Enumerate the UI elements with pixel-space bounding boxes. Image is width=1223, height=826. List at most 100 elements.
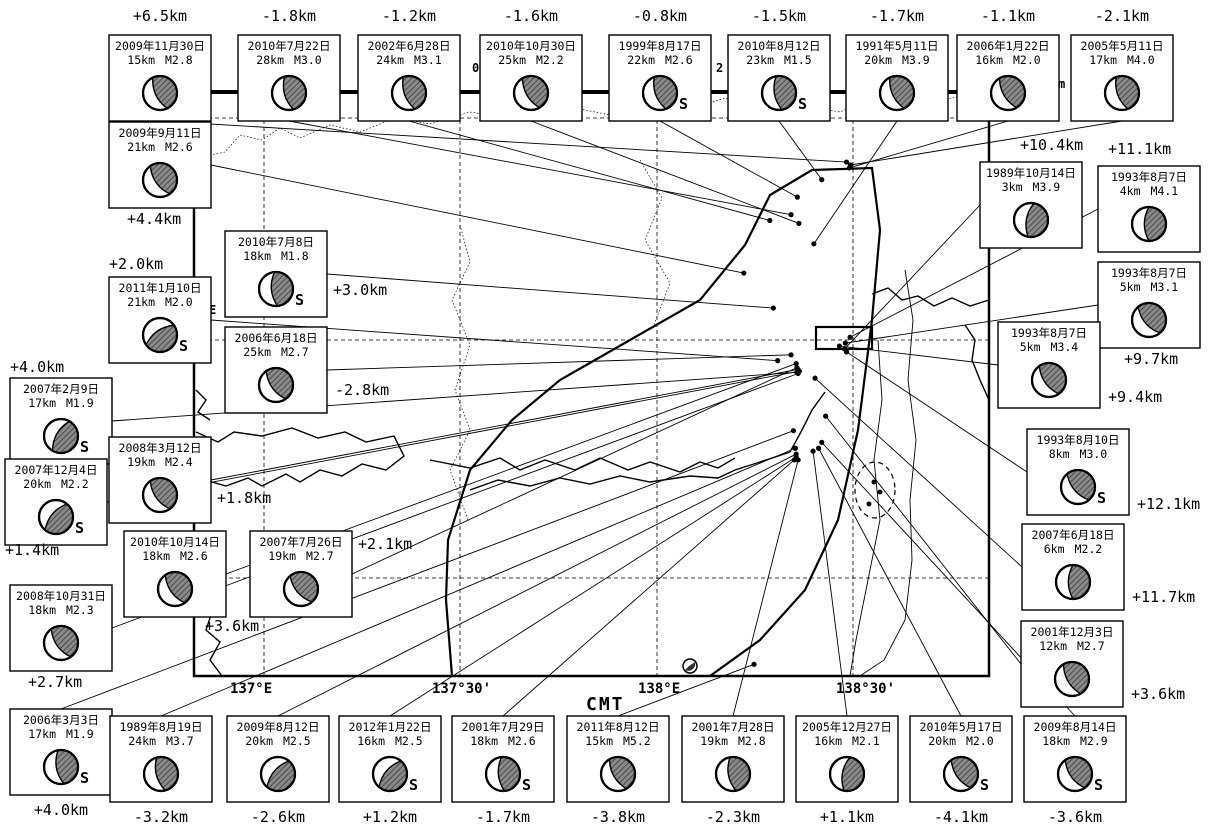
beachball-icon	[270, 74, 308, 112]
beachball-icon	[828, 755, 866, 793]
beachball-icon	[390, 74, 428, 112]
coast-ise-bay	[195, 427, 405, 487]
event-date: 2001年7月29日	[462, 720, 545, 734]
beachball-rim	[257, 366, 295, 404]
event-magnitude: M1.9	[66, 396, 94, 410]
event-date: 2005年12月27日	[802, 720, 892, 734]
event-depth: 16km	[975, 53, 1003, 67]
river-2	[849, 339, 883, 677]
coast-mikawa	[429, 457, 736, 473]
event-date: 2010年7月8日	[238, 235, 314, 249]
leader-line	[288, 120, 792, 216]
event-depth: 20km	[864, 53, 892, 67]
s-wave-marker: S	[409, 776, 418, 794]
event-date: 2009年8月12日	[237, 720, 320, 734]
event-date: 1989年10月14日	[986, 166, 1076, 180]
epicenter-dot	[819, 177, 825, 183]
event-depth: 21km	[127, 295, 155, 309]
event-depth: 15km	[585, 734, 613, 748]
depth-offset-label: +1.8km	[217, 489, 271, 507]
beachball-icon: S	[1059, 468, 1106, 507]
depth-offset-label: +1.2km	[363, 808, 417, 826]
beachball-rim	[641, 74, 679, 112]
s-wave-marker: S	[1094, 776, 1103, 794]
event-depth: 18km	[142, 549, 170, 563]
beachball-rim	[1130, 205, 1168, 243]
beachball-rim	[1056, 755, 1094, 793]
leader-line	[106, 370, 800, 503]
event-magnitude: M2.1	[852, 734, 880, 748]
beachball-rim	[141, 476, 179, 514]
event-date: 2011年1月10日	[119, 281, 202, 295]
beachball-icon	[282, 570, 320, 608]
beachball-rim	[270, 74, 308, 112]
depth-offset-label: +1.1km	[820, 808, 874, 826]
event-depth: 19km	[700, 734, 728, 748]
depth-offset-label: -2.1km	[1095, 7, 1149, 25]
leader-line	[844, 204, 981, 350]
event-depth: 5km	[1120, 280, 1141, 294]
epicenter-dot	[843, 349, 850, 355]
leader-line	[814, 377, 1023, 568]
epicenter-dot	[770, 305, 776, 311]
epicenter-dot	[812, 375, 818, 381]
leader-line	[850, 120, 1123, 166]
depth-offset-label: +10.4km	[1020, 136, 1083, 154]
epicenter-dot	[788, 352, 794, 358]
event-depth: 23km	[746, 53, 774, 67]
event-date: 2010年10月14日	[130, 535, 220, 549]
leader-line	[530, 120, 800, 224]
event-depth: 18km	[243, 249, 271, 263]
rupture-dots	[866, 479, 883, 507]
leader-line	[778, 120, 823, 180]
epicenter-dot	[793, 360, 799, 367]
cmt-beachball-shade	[685, 662, 696, 671]
depth-offset-label: +12.1km	[1137, 495, 1200, 513]
event-depth: 20km	[928, 734, 956, 748]
event-magnitude: M1.8	[281, 249, 309, 263]
leader-line	[351, 367, 798, 575]
event-date: 2001年12月3日	[1031, 625, 1114, 639]
beachball-icon: S	[42, 748, 89, 787]
beachball-rim	[42, 417, 80, 455]
beachball-icon	[257, 366, 295, 404]
beachball-icon	[1130, 205, 1168, 243]
beachball-rim	[760, 74, 798, 112]
event-date: 1999年8月17日	[619, 39, 702, 53]
depth-offset-label: -1.5km	[752, 7, 806, 25]
beachball-icon	[141, 476, 179, 514]
event-date: 2010年8月12日	[738, 39, 821, 53]
depth-offset-label: -2.3km	[706, 808, 760, 826]
leader-line	[389, 456, 797, 717]
depth-offset-label: +9.7km	[1124, 350, 1178, 368]
river-1	[859, 269, 917, 677]
event-depth: 8km	[1049, 447, 1070, 461]
event-depth: 18km	[470, 734, 498, 748]
rupture-dot	[877, 489, 883, 495]
event-depth: 16km	[357, 734, 385, 748]
beachball-rim	[1054, 563, 1092, 601]
